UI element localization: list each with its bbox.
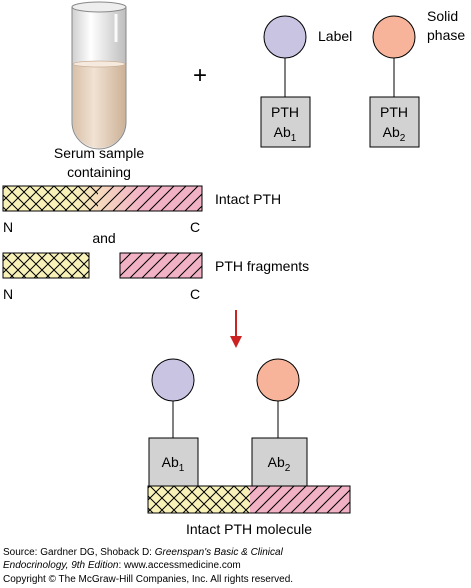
c-terminal-label-2: C xyxy=(190,286,200,302)
copyright-line: Copyright © The McGraw-Hill Companies, I… xyxy=(3,574,294,585)
bound-ab2-box xyxy=(251,437,308,487)
svg-text:Ab1: Ab1 xyxy=(274,124,297,144)
solid-tag-line2: phase xyxy=(427,27,465,43)
pth-ab1-line1: PTH xyxy=(271,104,299,120)
source-url: : www.accessmedicine.com xyxy=(118,560,241,571)
source-credit-line2: Endocrinology, 9th Edition: www.accessme… xyxy=(3,560,241,572)
bound-ab2-sub: 2 xyxy=(285,463,291,474)
svg-text:Ab2: Ab2 xyxy=(383,124,406,144)
n-terminal-label-2: N xyxy=(3,286,13,302)
pth-ab1-sub: 1 xyxy=(291,133,297,144)
label-tag: Label xyxy=(318,28,352,44)
c-terminal-label: C xyxy=(190,219,200,235)
source-credit-line1: Source: Gardner DG, Shoback D: Greenspan… xyxy=(3,547,283,559)
and-text: and xyxy=(92,230,115,246)
bound-ab2-main: Ab xyxy=(268,454,285,470)
svg-text:Ab2: Ab2 xyxy=(268,454,291,474)
n-terminal-fragment xyxy=(2,252,90,279)
plus-sign: + xyxy=(193,62,207,89)
pth-ab2-sub: 2 xyxy=(400,133,406,144)
source-book-line2: Endocrinology, 9th Edition xyxy=(3,560,119,571)
pth-fragments-label: PTH fragments xyxy=(215,258,309,274)
sample-label-line1: Serum sample xyxy=(54,145,144,161)
intact-pth-molecule-caption: Intact PTH molecule xyxy=(186,521,312,537)
pth-ab2-box xyxy=(369,96,420,148)
bound-ab1-sub: 1 xyxy=(179,463,185,474)
pth-ab2-line1: PTH xyxy=(380,104,408,120)
serum-liquid xyxy=(73,64,125,148)
pth-ab2-main: Ab xyxy=(383,124,400,140)
intact-pth-label: Intact PTH xyxy=(215,191,281,207)
sample-label-line2: containing xyxy=(67,164,131,180)
intact-pth-bar xyxy=(2,185,203,212)
bound-intact-pth-bar xyxy=(147,485,351,514)
sandwich-complex: Ab1 Ab2 xyxy=(147,358,351,514)
bound-ab1-main: Ab xyxy=(162,454,179,470)
bound-label-circle xyxy=(151,358,195,402)
pth-ab1-main: Ab xyxy=(274,124,291,140)
solid-phase-antibody: PTH Ab2 xyxy=(369,15,420,148)
source-prefix: Source: Gardner DG, Shoback D: xyxy=(3,547,155,558)
n-terminal-label: N xyxy=(3,219,13,235)
label-marker-circle xyxy=(263,15,307,59)
bound-solid-circle xyxy=(256,358,300,402)
solid-phase-circle xyxy=(372,15,416,59)
pth-ab1-box xyxy=(260,96,311,148)
bound-ab1-box xyxy=(148,437,199,487)
source-book: Greenspan's Basic & Clinical xyxy=(154,547,283,558)
serum-sample-tube xyxy=(71,1,127,150)
label-antibody: PTH Ab1 xyxy=(260,15,311,148)
svg-text:Ab1: Ab1 xyxy=(162,454,185,474)
c-terminal-fragment xyxy=(119,252,203,279)
solid-tag-line1: Solid xyxy=(427,8,458,24)
reaction-arrow xyxy=(230,310,242,348)
